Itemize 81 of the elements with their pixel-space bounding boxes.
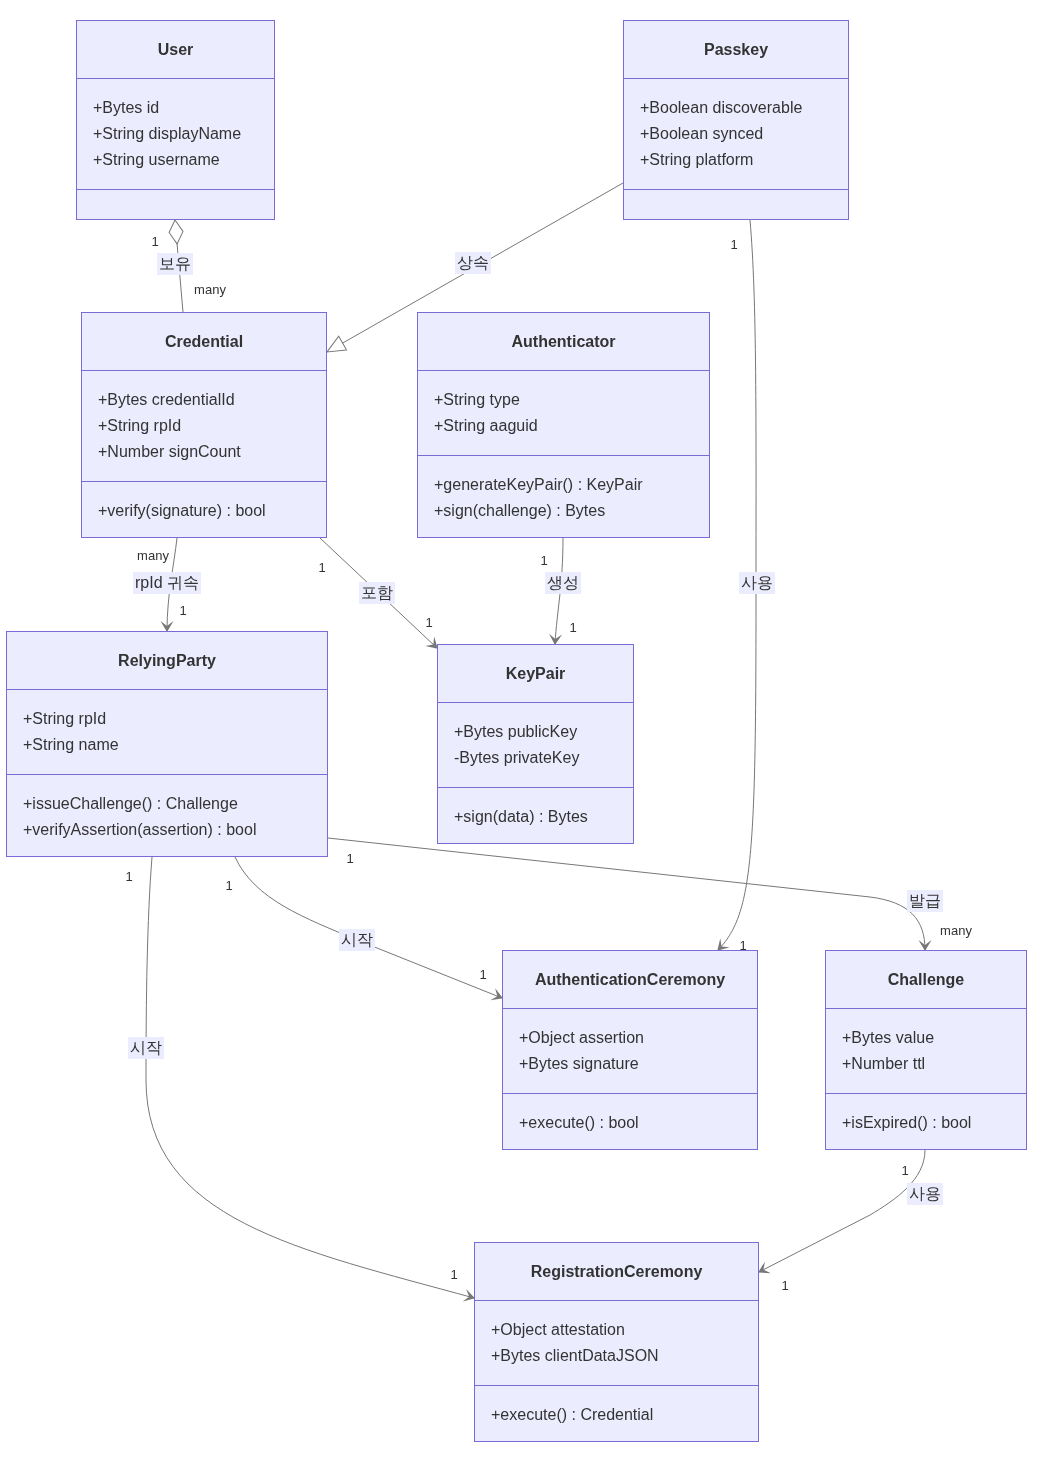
attribute-text: +String platform (640, 150, 755, 170)
multiplicity-label: 1 (346, 850, 354, 866)
class-name: RegistrationCeremony (530, 1262, 703, 1281)
attribute-text: +String rpId (23, 709, 108, 729)
multiplicity-label: 1 (318, 559, 326, 575)
attribute-text: +Bytes clientDataJSON (491, 1346, 660, 1366)
attribute-text: +Object attestation (491, 1320, 626, 1340)
edge-label: 사용 (739, 572, 775, 594)
multiplicity-label: 1 (179, 602, 187, 618)
class-box (474, 1242, 759, 1442)
edge-label: 포함 (359, 582, 395, 604)
edge-label: 시작 (339, 929, 375, 951)
attribute-text: +Boolean discoverable (640, 98, 804, 118)
edge-label: 시작 (128, 1037, 164, 1059)
edge-label: rpId 귀속 (133, 572, 201, 594)
class-name: RelyingParty (118, 651, 216, 670)
multiplicity-label: 1 (540, 552, 548, 568)
multiplicity-label: many (194, 281, 226, 297)
class-name: KeyPair (505, 664, 566, 683)
multiplicity-label: 1 (425, 614, 433, 630)
method-text: +verify(signature) : bool (98, 501, 267, 521)
edge-label: 발급 (907, 890, 943, 912)
attribute-text: +String aaguid (434, 416, 539, 436)
class-name: Credential (164, 332, 244, 351)
class-box (502, 950, 758, 1150)
attribute-text: -Bytes privateKey (454, 748, 581, 768)
class-name: AuthenticationCeremony (534, 970, 726, 989)
method-text: +execute() : Credential (491, 1405, 655, 1425)
attribute-text: +Bytes signature (519, 1054, 640, 1074)
attribute-text: +Bytes value (842, 1028, 936, 1048)
attribute-text: +String name (23, 735, 120, 755)
multiplicity-label: 1 (450, 1266, 458, 1282)
method-text: +sign(data) : Bytes (454, 807, 589, 827)
inheritance-arrow (326, 182, 624, 353)
edge-label: 생성 (545, 572, 581, 594)
edge-label: 상속 (455, 252, 491, 274)
attribute-text: +Bytes publicKey (454, 722, 579, 742)
method-text: +issueChallenge() : Challenge (23, 794, 239, 814)
class-box (417, 312, 710, 538)
arrow (145, 856, 475, 1302)
class-box (623, 20, 849, 220)
multiplicity-label: 1 (225, 877, 233, 893)
class-box (76, 20, 275, 220)
method-text: +verifyAssertion(assertion) : bool (23, 820, 258, 840)
multiplicity-label: 1 (739, 937, 747, 953)
attribute-text: +Boolean synced (640, 124, 765, 144)
class-name: Challenge (887, 970, 965, 989)
method-text: +sign(challenge) : Bytes (434, 501, 607, 521)
multiplicity-label: many (137, 547, 169, 563)
class-box (825, 950, 1027, 1150)
multiplicity-label: 1 (125, 868, 133, 884)
method-text: +execute() : bool (519, 1113, 640, 1133)
attribute-text: +String rpId (98, 416, 183, 436)
class-box (437, 644, 634, 844)
attribute-text: +Bytes id (93, 98, 161, 118)
multiplicity-label: 1 (479, 966, 487, 982)
class-name: Authenticator (511, 332, 616, 351)
arrow (327, 837, 932, 951)
attribute-text: +Object assertion (519, 1028, 645, 1048)
multiplicity-label: 1 (569, 619, 577, 635)
attribute-text: +Bytes credentialId (98, 390, 236, 410)
multiplicity-label: 1 (730, 236, 738, 252)
edge-label: 보유 (157, 253, 193, 275)
class-name: User (157, 40, 194, 59)
multiplicity-label: 1 (781, 1277, 789, 1293)
multiplicity-label: many (940, 922, 972, 938)
class-box (81, 312, 327, 538)
attribute-text: +String type (434, 390, 521, 410)
method-text: +generateKeyPair() : KeyPair (434, 475, 644, 495)
attribute-text: +String username (93, 150, 221, 170)
method-text: +isExpired() : bool (842, 1113, 973, 1133)
attribute-text: +String displayName (93, 124, 243, 144)
multiplicity-label: 1 (901, 1162, 909, 1178)
class-name: Passkey (703, 40, 769, 59)
class-box (6, 631, 328, 857)
attribute-text: +Number ttl (842, 1054, 927, 1074)
arrow (717, 219, 757, 951)
arrow (758, 1149, 926, 1274)
edge-label: 사용 (907, 1183, 943, 1205)
attribute-text: +Number signCount (98, 442, 242, 462)
multiplicity-label: 1 (151, 233, 159, 249)
